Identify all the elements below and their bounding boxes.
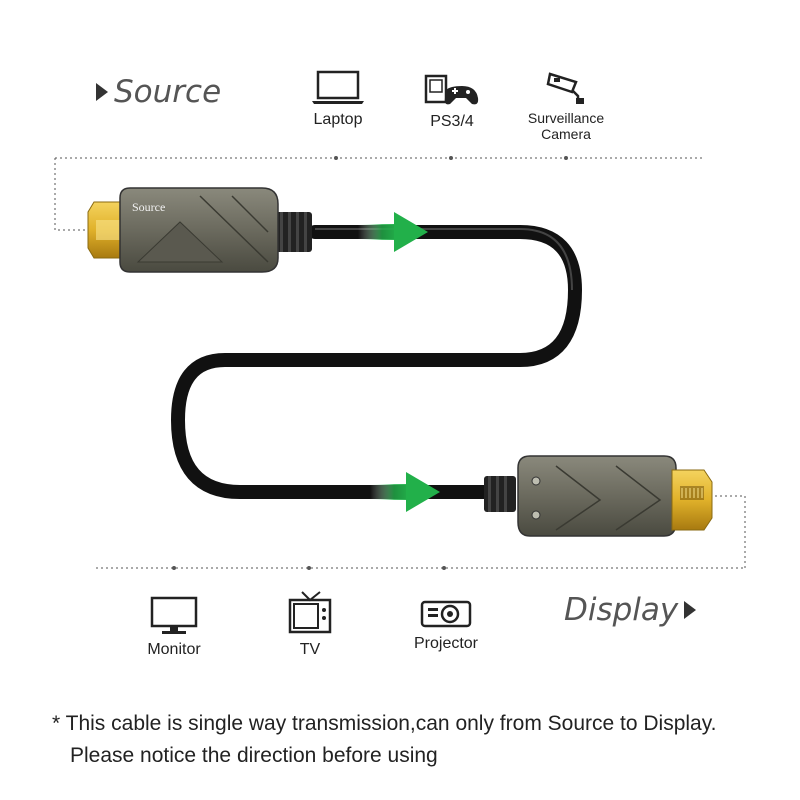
device-label-line1: Surveillance [527, 110, 605, 126]
device-label-line2: Camera [541, 126, 591, 142]
device-monitor: Monitor [138, 596, 210, 658]
device-label: TV [299, 641, 321, 658]
projector-icon [420, 600, 472, 628]
cable [170, 225, 583, 499]
play-arrow-icon [96, 83, 108, 101]
device-projector: Projector [404, 596, 488, 652]
surveillance-camera-icon [546, 72, 584, 104]
play-arrow-icon [684, 601, 697, 619]
direction-arrow-bottom [370, 472, 440, 512]
device-label: Laptop [313, 111, 363, 128]
display-strain-relief [484, 476, 516, 512]
game-console-icon [424, 74, 479, 105]
tv-icon [288, 591, 332, 634]
source-strain-relief [276, 212, 312, 252]
source-title: Source [114, 74, 222, 110]
display-connector [517, 455, 713, 537]
device-camera: Surveillance Camera [520, 70, 612, 142]
source-heading: Source [96, 74, 221, 110]
note-line-2: Please notice the direction before using [70, 744, 438, 767]
device-tv: TV [280, 590, 340, 658]
device-label: PS3/4 [430, 113, 474, 130]
laptop-icon [312, 70, 364, 104]
direction-arrow-top [358, 212, 428, 252]
connector-source-label: Source [132, 200, 166, 214]
device-label: Monitor [147, 641, 201, 658]
monitor-icon [150, 596, 198, 634]
device-label: Projector [413, 635, 479, 652]
source-connector [87, 187, 279, 273]
source-guide-lines [54, 157, 746, 569]
guide-dots [172, 156, 568, 570]
device-ps: PS3/4 [416, 72, 488, 130]
display-title: Display [564, 592, 679, 628]
device-laptop: Laptop [300, 70, 376, 128]
note-line-1: * This cable is single way transmission,… [52, 712, 717, 735]
display-heading: Display [564, 592, 697, 628]
